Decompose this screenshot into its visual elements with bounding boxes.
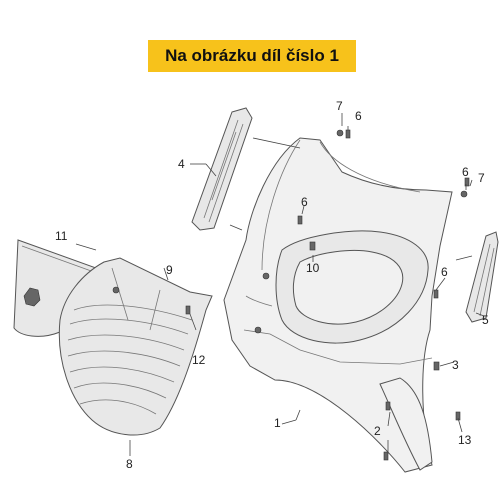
part-8-grille [58, 257, 213, 436]
callout-labels: 1 2 3 4 5 6 6 6 7 7 8 9 10 11 12 13 6 [55, 99, 489, 471]
callout-1: 1 [274, 416, 281, 430]
part-5-right-trim [465, 231, 499, 323]
callout-7-top: 7 [336, 99, 343, 113]
callout-4: 4 [178, 157, 185, 171]
fasteners [112, 129, 470, 461]
callout-7-right: 7 [478, 171, 485, 185]
callout-10: 10 [306, 261, 320, 275]
callout-9: 9 [166, 263, 173, 277]
callout-8: 8 [126, 457, 133, 471]
callout-12: 12 [192, 353, 206, 367]
callout-11: 11 [55, 229, 68, 243]
part-4-left-trim [191, 107, 253, 231]
leader-lines [75, 113, 485, 456]
highlight-banner: Na obrázku díl číslo 1 [148, 40, 356, 72]
callout-3: 3 [452, 358, 459, 372]
part-2-lower-panel [379, 377, 433, 471]
callout-13: 13 [458, 433, 472, 447]
callout-6-left-right: 6 [462, 165, 469, 179]
callout-2: 2 [374, 424, 381, 438]
callout-6-mid: 6 [301, 195, 308, 209]
callout-6-top: 6 [355, 109, 362, 123]
callout-6-right: 6 [441, 265, 448, 279]
callout-5: 5 [482, 313, 489, 327]
